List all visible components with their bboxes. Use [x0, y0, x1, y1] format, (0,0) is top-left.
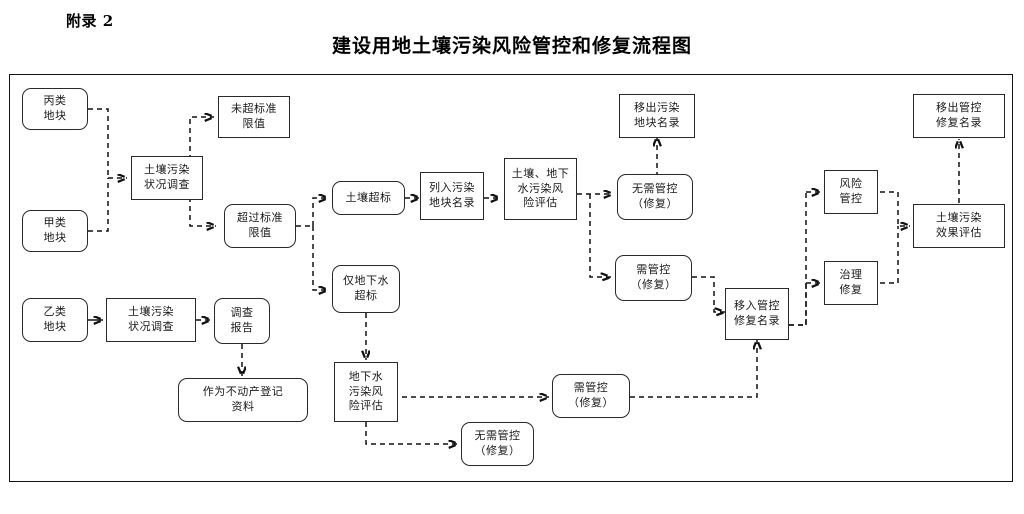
node-remediation[interactable]: 治理 修复 — [824, 261, 878, 305]
node-soil-pollution-effect-assessment[interactable]: 土壤污染 效果评估 — [913, 204, 1005, 248]
node-risk-control[interactable]: 风险 管控 — [824, 170, 878, 214]
node-bing-lei-plot[interactable]: 丙类 地块 — [22, 88, 88, 130]
node-no-control-needed-bottom[interactable]: 无需管控 （修复） — [461, 422, 534, 466]
node-groundwater-only-exceed[interactable]: 仅地下水 超标 — [332, 265, 400, 313]
node-not-exceed-limit[interactable]: 未超标准 限值 — [218, 96, 290, 138]
page-title: 建设用地土壤污染风险管控和修复流程图 — [331, 35, 692, 57]
node-soil-survey-bottom[interactable]: 土壤污染 状况调查 — [106, 298, 196, 342]
node-jia-lei-plot[interactable]: 甲类 地块 — [22, 210, 88, 252]
node-soil-exceed[interactable]: 土壤超标 — [332, 181, 405, 215]
node-soil-survey-top[interactable]: 土壤污染 状况调查 — [131, 156, 203, 200]
node-no-control-needed-top[interactable]: 无需管控 （修复） — [617, 174, 693, 220]
node-listed-in-contaminated-registry[interactable]: 列入污染 地块名录 — [420, 172, 484, 220]
node-groundwater-risk-assessment[interactable]: 地下水 污染风 险评估 — [334, 362, 398, 422]
node-exceed-limit[interactable]: 超过标准 限值 — [224, 204, 296, 248]
node-yi-lei-plot[interactable]: 乙类 地块 — [22, 298, 88, 342]
node-soil-groundwater-risk-assessment[interactable]: 土壤、地下 水污染风 险评估 — [504, 158, 577, 220]
node-control-needed-bottom[interactable]: 需管控 （修复） — [552, 374, 630, 418]
node-control-needed-top[interactable]: 需管控 （修复） — [615, 255, 692, 301]
node-real-estate-registration-material[interactable]: 作为不动产登记 资料 — [178, 378, 308, 422]
node-remove-from-control-remediation-registry[interactable]: 移出管控 修复名录 — [913, 94, 1005, 138]
node-add-to-control-remediation-registry[interactable]: 移入管控 修复名录 — [725, 288, 789, 340]
node-remove-from-contaminated-registry[interactable]: 移出污染 地块名录 — [619, 94, 695, 138]
appendix-label: 附录 2 — [66, 12, 114, 30]
node-survey-report[interactable]: 调查 报告 — [214, 298, 270, 344]
